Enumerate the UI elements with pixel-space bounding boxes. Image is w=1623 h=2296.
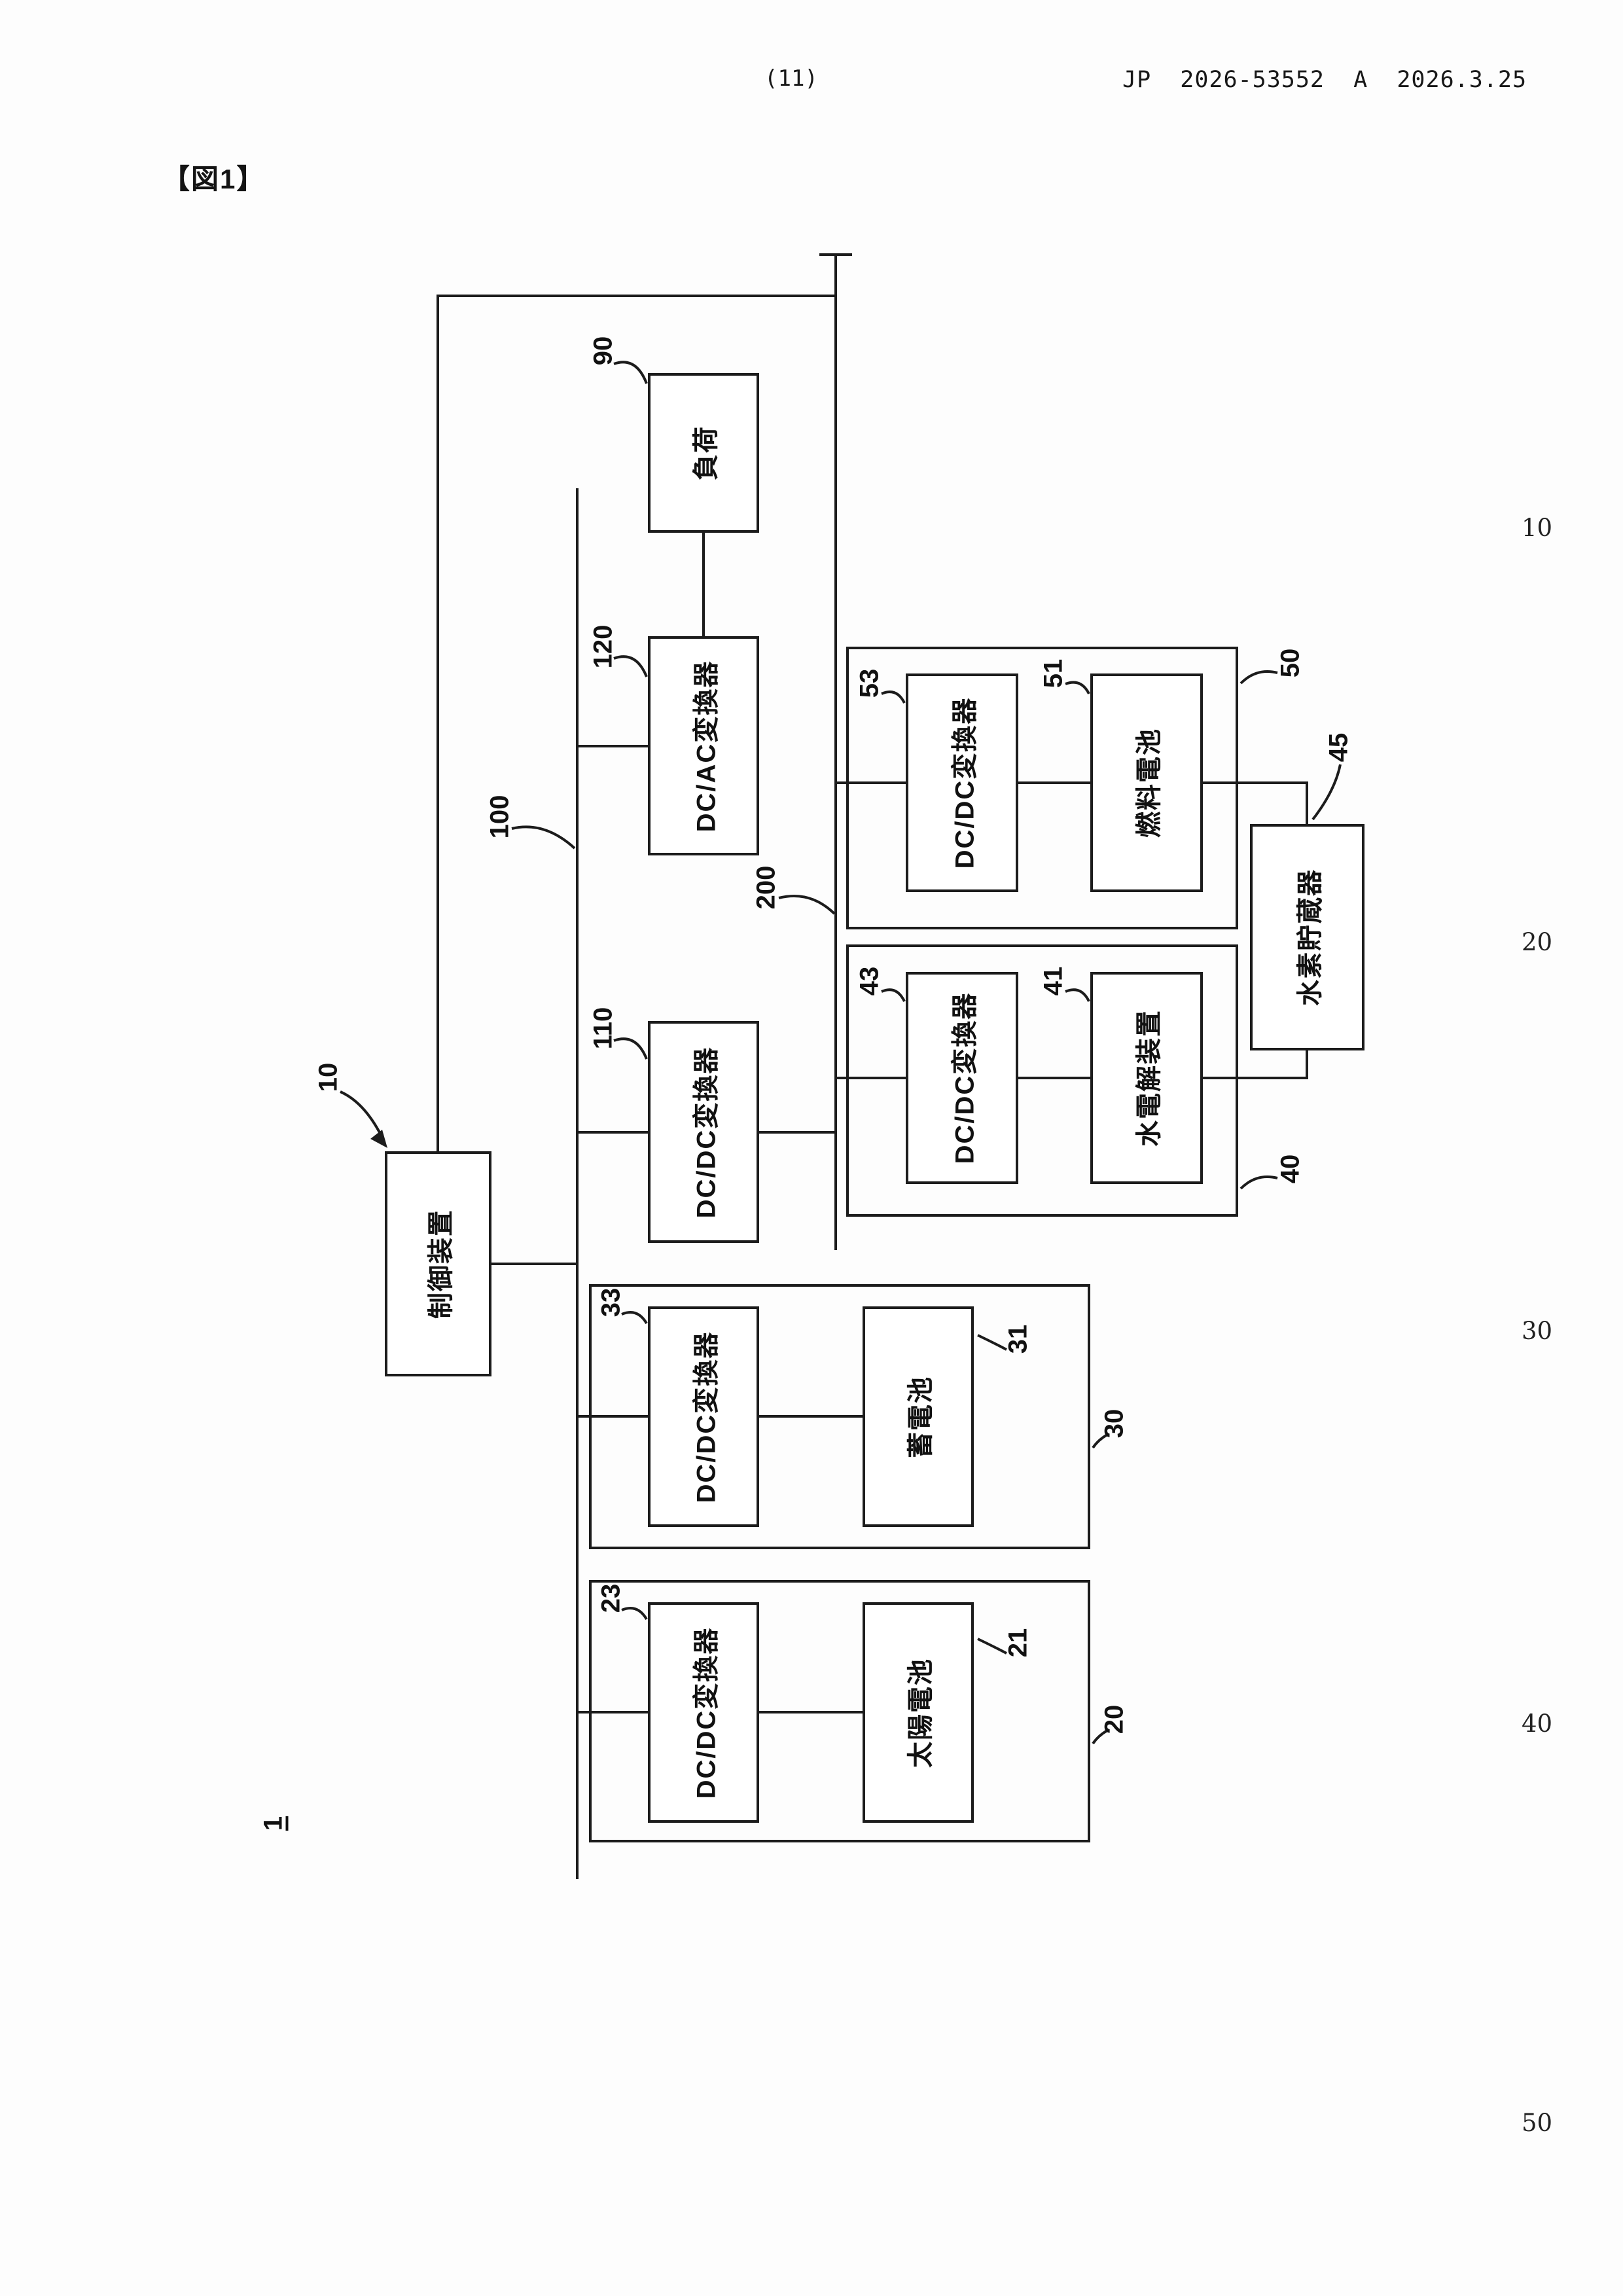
margin-line-number-20: 20 (1522, 928, 1553, 956)
group-solar-unit-20 (589, 1580, 1090, 1842)
ref-label-51: 51 (1039, 658, 1068, 689)
block-dc-dc-converter-23: DC/DC変換器 (648, 1602, 759, 1823)
ref-41-leader (1065, 988, 1090, 1002)
ref-label-33: 33 (596, 1287, 626, 1318)
group-fuel-cell-unit-50 (846, 647, 1238, 929)
publication-field-number: (11) (764, 65, 818, 92)
block-hydrogen-storage: 水素貯蔵器 (1250, 824, 1364, 1050)
ref-100-leader (511, 825, 576, 850)
ref-43-leader (881, 988, 906, 1002)
ref-label-120: 120 (588, 624, 618, 669)
block-control-device: 制御装置 (385, 1151, 491, 1376)
ref-label-1-system: 1 (259, 1816, 288, 1831)
ref-label-200: 200 (751, 865, 781, 910)
block-dc-dc-converter-43: DC/DC変換器 (906, 972, 1018, 1184)
ref-90-leader (613, 361, 648, 384)
ref-30-leader (1092, 1433, 1109, 1449)
block-dc-dc-converter-33-label: DC/DC変換器 (692, 1331, 721, 1503)
group-electrolysis-unit-40 (846, 944, 1238, 1217)
block-hydrogen-storage-label: 水素貯蔵器 (1295, 869, 1325, 1006)
ref-label-100: 100 (485, 795, 514, 839)
block-dc-dc-converter-33: DC/DC変換器 (648, 1306, 759, 1527)
block-water-electrolyzer-label: 水電解装置 (1135, 1009, 1164, 1147)
ref-20-leader (1092, 1729, 1109, 1745)
ref-label-41: 41 (1039, 966, 1068, 996)
ref-10-leader (340, 1090, 382, 1136)
ref-label-40: 40 (1275, 1154, 1305, 1184)
margin-line-number-40: 40 (1522, 1710, 1553, 1738)
block-fuel-cell-label: 燃料電池 (1135, 728, 1164, 838)
group-battery-unit-30 (589, 1284, 1090, 1549)
block-storage-battery: 蓄電池 (863, 1306, 974, 1527)
block-load: 負荷 (648, 373, 759, 533)
ref-50-leader (1240, 670, 1278, 685)
ref-label-90: 90 (588, 336, 618, 366)
block-dc-dc-converter-23-label: DC/DC変換器 (692, 1626, 721, 1799)
block-fuel-cell: 燃料電池 (1090, 673, 1203, 892)
margin-line-number-30: 30 (1522, 1317, 1553, 1345)
block-dc-dc-converter-43-label: DC/DC変換器 (950, 992, 980, 1164)
block-dc-dc-converter-53-label: DC/DC変換器 (950, 696, 980, 869)
ref-label-20: 20 (1099, 1704, 1129, 1734)
ref-53-leader (881, 691, 906, 704)
block-solar-cell-label: 太陽電池 (906, 1657, 935, 1768)
ref-label-45: 45 (1324, 732, 1353, 762)
figure-caption: 【図1】 (162, 164, 266, 194)
ref-31-leader (977, 1334, 1007, 1351)
ref-51-leader (1065, 681, 1090, 694)
ref-label-30: 30 (1099, 1408, 1129, 1439)
block-dc-dc-converter-110: DC/DC変換器 (648, 1021, 759, 1243)
ref-label-10: 10 (313, 1062, 343, 1092)
block-storage-battery-label: 蓄電池 (906, 1375, 935, 1458)
ref-label-50: 50 (1275, 648, 1305, 678)
ref-21-leader (977, 1638, 1007, 1655)
block-dc-ac-converter-label: DC/AC変換器 (692, 660, 721, 832)
publication-info: JP 2026-53552 A 2026.3.25 (1122, 67, 1527, 93)
block-load-label: 負荷 (692, 425, 721, 480)
ref-40-leader (1240, 1175, 1278, 1190)
ref-label-31: 31 (1003, 1324, 1033, 1354)
ref-45-leader (1311, 764, 1342, 821)
block-dc-dc-converter-110-label: DC/DC変換器 (692, 1046, 721, 1218)
block-control-device-label: 制御装置 (426, 1209, 455, 1319)
ref-label-23: 23 (596, 1583, 626, 1613)
block-solar-cell: 太陽電池 (863, 1602, 974, 1823)
block-water-electrolyzer: 水電解装置 (1090, 972, 1203, 1184)
block-dc-dc-converter-53: DC/DC変換器 (906, 673, 1018, 892)
ref-label-110: 110 (588, 1007, 618, 1050)
control-top-line (437, 295, 836, 1151)
margin-line-number-50: 50 (1522, 2109, 1553, 2137)
ref-120-leader (613, 655, 648, 677)
ref-33-leader (621, 1311, 648, 1325)
ref-label-21: 21 (1003, 1628, 1033, 1658)
ref-200-leader (778, 895, 836, 915)
ref-10-arrowhead (370, 1130, 387, 1148)
ref-23-leader (621, 1607, 648, 1621)
margin-line-number-10: 10 (1522, 514, 1553, 542)
ref-110-leader (613, 1037, 648, 1060)
block-dc-ac-converter: DC/AC変換器 (648, 636, 759, 855)
ref-label-43: 43 (855, 966, 884, 996)
ref-label-53: 53 (855, 668, 884, 698)
